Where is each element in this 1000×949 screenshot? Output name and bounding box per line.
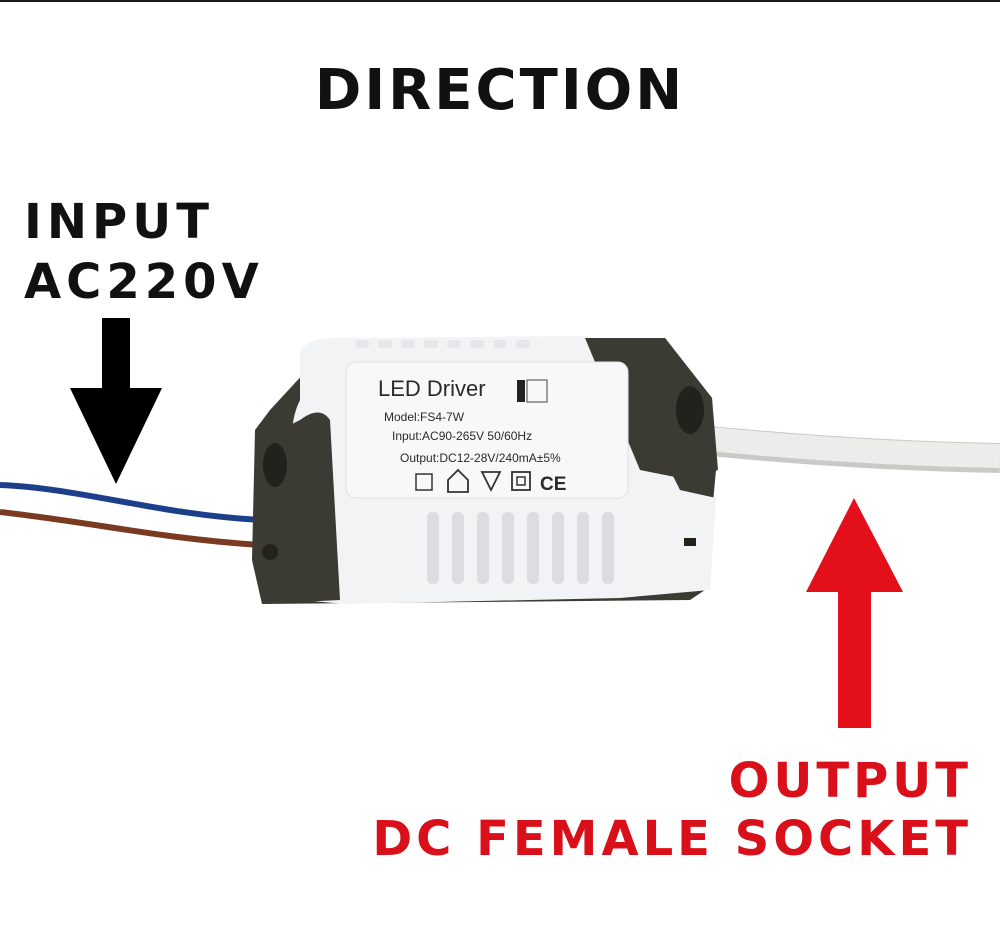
input-label-line2: AC220V — [24, 254, 264, 310]
house-icon — [447, 468, 469, 493]
device-model: Model:FS4-7W — [384, 410, 465, 424]
device-output-spec: Output:DC12-28V/240mA±5% — [400, 451, 561, 465]
input-label-line1: INPUT — [24, 194, 214, 250]
page-title: DIRECTION — [314, 58, 686, 123]
blue-wire — [0, 482, 263, 523]
output-label: OUTPUT DC FEMALE SOCKET — [372, 752, 972, 868]
polarity-icon — [517, 379, 548, 403]
device-title: LED Driver — [378, 376, 486, 401]
led-driver-housing — [252, 336, 718, 604]
output-label-line1: OUTPUT — [728, 753, 972, 809]
double-square-icon — [511, 471, 531, 491]
device-input-spec: Input:AC90-265V 50/60Hz — [392, 429, 532, 443]
input-arrow — [70, 318, 162, 484]
output-label-line2: DC FEMALE SOCKET — [372, 811, 972, 867]
brown-wire — [0, 509, 263, 548]
triangle-icon — [480, 471, 502, 493]
input-terminal-icon — [415, 473, 433, 491]
top-border — [0, 0, 1000, 2]
output-arrow — [806, 498, 903, 728]
input-label: INPUT AC220V — [24, 192, 264, 312]
output-cable — [698, 426, 1000, 468]
ce-mark: CE — [540, 474, 566, 495]
